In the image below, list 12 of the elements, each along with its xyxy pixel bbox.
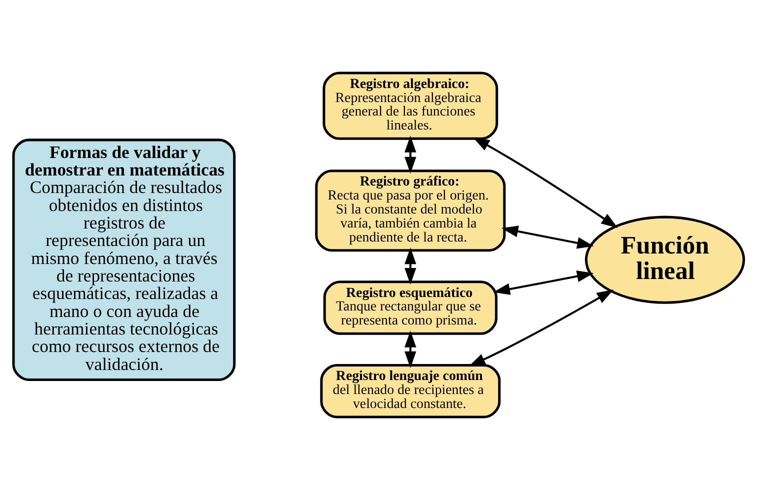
node-box: Formas de validar y demostrar en matemáticas Comparación de resultados obtenidos en distintos registros de representación para un mismo fenómeno, a través de representaciones esquemáticas, realizadas a mano o con ayuda de herramientas tecnológicas como recursos externos de validación. <box>12 138 236 380</box>
arrow <box>493 270 594 294</box>
node-box: Registro esquemático Tanque rectangular que se representa como prisma. <box>323 280 498 334</box>
arrow <box>501 225 594 248</box>
arrow <box>404 330 416 368</box>
node-box: Registro lenguaje común del llenado de recipientes a velocidad constante. <box>320 363 501 418</box>
arrow <box>472 136 618 228</box>
arrow <box>404 135 416 174</box>
node-box: Registro algebraico: Representación algebraica general de las funciones lineales. <box>322 71 498 140</box>
arrow <box>404 246 416 284</box>
arrow <box>468 289 614 366</box>
node-box: Registro gráfico: Recta que pasa por el origen. Si la constante del modelo varía, también cambia la pendiente de la recta. <box>315 169 506 252</box>
